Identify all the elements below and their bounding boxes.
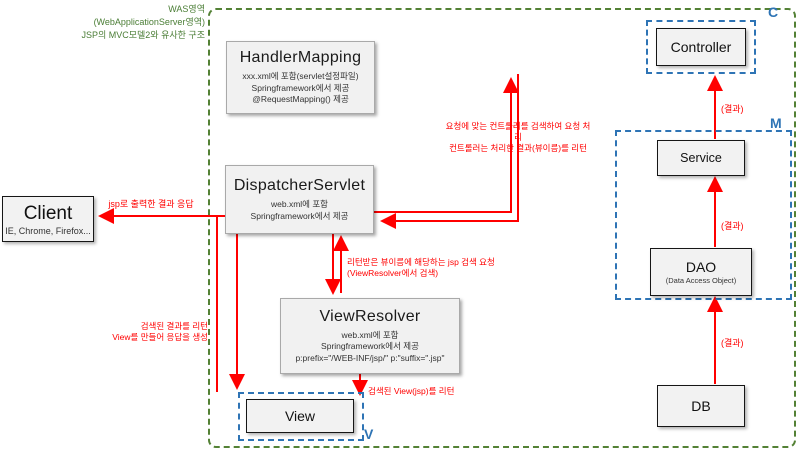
handler-mapping-desc-line: @RequestMapping() 제공	[252, 94, 349, 105]
controller-box: Controller	[656, 28, 746, 66]
label-view-return-line: View를 만들어 응답을 생성	[112, 332, 208, 342]
label-view-search-line: 리턴받은 뷰이름에 해당하는 jsp 검색 요청	[347, 257, 495, 267]
label-view-search-line: (ViewResolver에서 검색)	[347, 268, 439, 278]
service-title: Service	[680, 151, 722, 165]
client-box: Client IE, Chrome, Firefox...	[2, 196, 94, 242]
controller-title: Controller	[670, 39, 732, 55]
label-response-to-client: jsp로 출력한 결과 응답	[108, 199, 194, 209]
service-box: Service	[657, 140, 745, 176]
mvc-tag-model: M	[770, 115, 782, 131]
was-region-note: WAS영역 (WebApplicationServer영역) JSP의 MVC모…	[6, 3, 205, 42]
label-controller-request-line: 컨트롤러는 처리한 결과(뷰이름)를 리턴	[449, 143, 587, 153]
view-title: View	[284, 408, 316, 424]
dispatcher-servlet-desc: web.xml에 포함 Springframework에서 제공	[251, 199, 349, 222]
dao-subtitle: (Data Access Object)	[665, 276, 737, 285]
label-controller-request-line: 요청에 맞는 컨트롤러를 검색하여 요청 처리	[445, 121, 591, 142]
dispatcher-servlet-desc-line: Springframework에서 제공	[250, 210, 349, 221]
handler-mapping-desc: xxx.xml에 포함(servlet설정파일) Springframework…	[242, 71, 358, 106]
controller-group-border	[646, 20, 756, 74]
db-box: DB	[657, 385, 745, 427]
dispatcher-servlet-box: DispatcherServlet web.xml에 포함 Springfram…	[225, 165, 374, 234]
client-subtitle: IE, Chrome, Firefox...	[5, 225, 91, 236]
db-title: DB	[691, 398, 711, 414]
view-resolver-desc-line: Springframework에서 제공	[321, 341, 419, 352]
was-note-line: WAS영역	[168, 4, 205, 14]
model-group-border	[615, 130, 792, 300]
label-view-return: 검색된 결과를 리턴 View를 만들어 응답을 생성	[95, 321, 208, 343]
mvc-tag-controller: C	[768, 4, 779, 20]
view-box: View	[246, 399, 354, 433]
was-note-line: JSP의 MVC모델2와 유사한 구조	[81, 30, 205, 40]
label-controller-request: 요청에 맞는 컨트롤러를 검색하여 요청 처리 컨트롤러는 처리한 결과(뷰이름…	[443, 121, 593, 154]
dispatcher-servlet-title: DispatcherServlet	[233, 177, 366, 194]
handler-mapping-desc-line: xxx.xml에 포함(servlet설정파일)	[242, 71, 359, 82]
label-found-view: 검색된 View(jsp)를 리턴	[368, 386, 455, 396]
view-resolver-desc: web.xml에 포함 Springframework에서 제공 p:prefi…	[295, 330, 444, 365]
label-result-db-dao: (결과)	[721, 338, 744, 348]
label-result-service-controller: (결과)	[721, 104, 744, 114]
view-group-border	[238, 392, 364, 441]
view-resolver-desc-line: p:prefix="/WEB-INF/jsp/" p:"suffix=".jsp…	[295, 352, 445, 363]
was-note-line: (WebApplicationServer영역)	[93, 17, 205, 27]
view-resolver-title: ViewResolver	[319, 307, 421, 325]
dao-box: DAO (Data Access Object)	[650, 248, 752, 296]
client-title: Client	[23, 202, 73, 224]
label-view-return-line: 검색된 결과를 리턴	[140, 321, 208, 331]
label-result-dao-service: (결과)	[721, 221, 744, 231]
dao-title: DAO	[685, 259, 717, 275]
handler-mapping-box: HandlerMapping xxx.xml에 포함(servlet설정파일) …	[226, 41, 375, 114]
was-region-border	[208, 8, 796, 448]
view-resolver-desc-line: web.xml에 포함	[341, 329, 399, 340]
mvc-tag-view: V	[364, 426, 374, 442]
label-view-search: 리턴받은 뷰이름에 해당하는 jsp 검색 요청 (ViewResolver에서…	[347, 257, 497, 279]
handler-mapping-title: HandlerMapping	[239, 49, 362, 67]
dispatcher-servlet-desc-line: web.xml에 포함	[270, 199, 328, 209]
handler-mapping-desc-line: Springframework에서 제공	[251, 82, 350, 93]
view-resolver-box: ViewResolver web.xml에 포함 Springframework…	[280, 298, 460, 374]
